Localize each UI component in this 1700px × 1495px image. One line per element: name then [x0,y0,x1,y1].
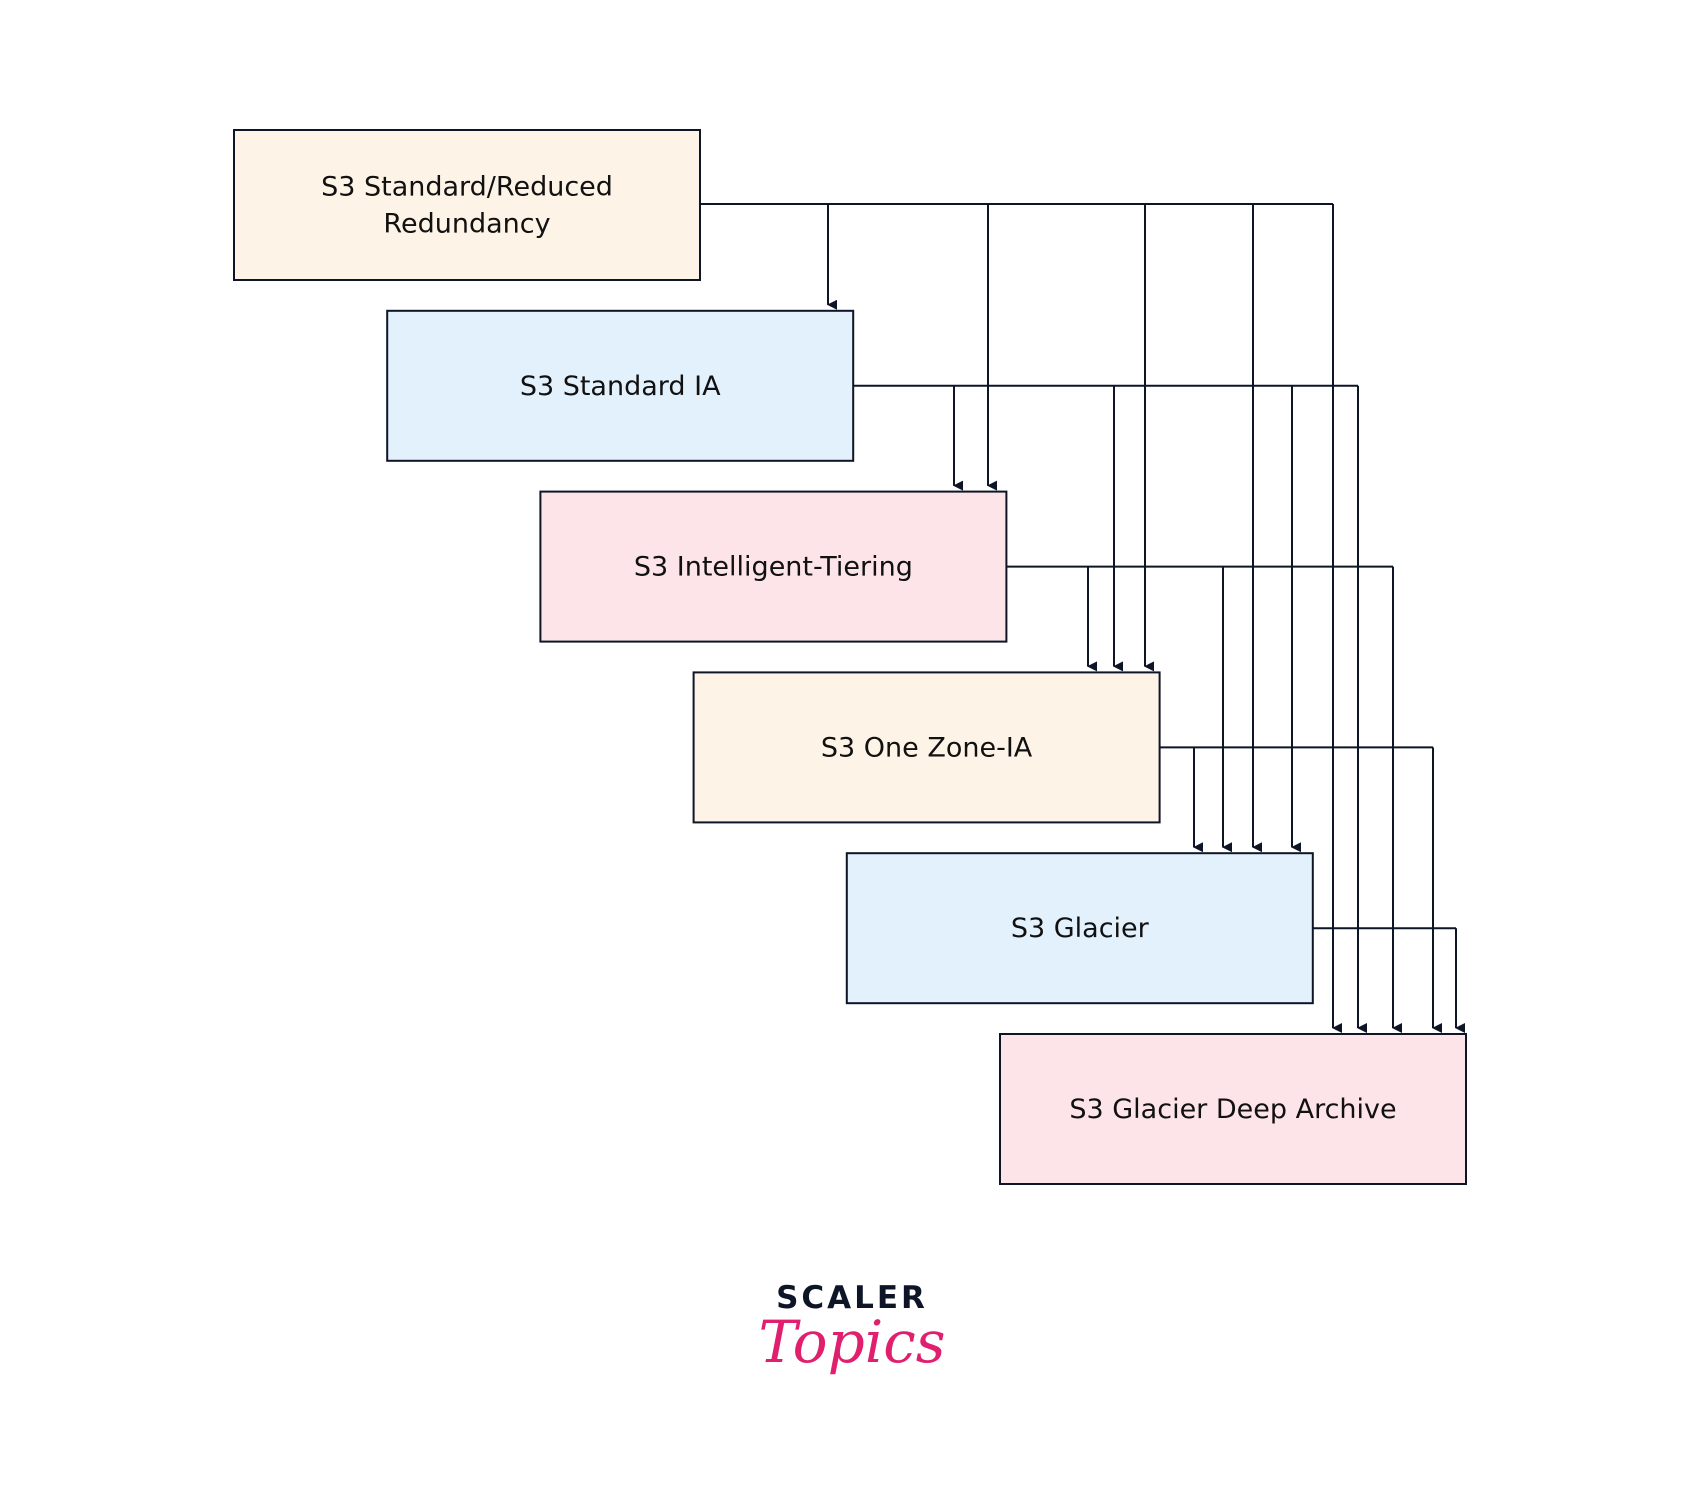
node-box [845,852,1314,1005]
logo-word: SCALER [776,1280,928,1316]
node-label: S3 Standard/Reduced [321,172,613,203]
logo-script: Topics [758,1308,945,1376]
node-box [539,490,1008,643]
node-box [233,129,701,281]
node-label: S3 Glacier [1011,913,1150,944]
node-one-zone-ia: S3 One Zone-IA [692,671,1161,824]
scaler-topics-logo: SCALER Topics [758,1280,945,1376]
node-glacier-deep-archive: S3 Glacier Deep Archive [999,1033,1467,1185]
node-label: Redundancy [383,209,550,240]
node-label: S3 Intelligent-Tiering [634,552,913,583]
node-intelligent-tiering: S3 Intelligent-Tiering [539,490,1008,643]
node-box [692,671,1161,824]
node-label: S3 One Zone-IA [821,732,1033,763]
edges-layer [700,203,1465,1033]
node-box [999,1033,1467,1185]
node-label: S3 Glacier Deep Archive [1069,1094,1396,1125]
node-box [386,309,855,462]
node-glacier: S3 Glacier [845,852,1314,1005]
node-standard-ia: S3 Standard IA [386,309,855,462]
node-label: S3 Standard IA [520,371,721,402]
